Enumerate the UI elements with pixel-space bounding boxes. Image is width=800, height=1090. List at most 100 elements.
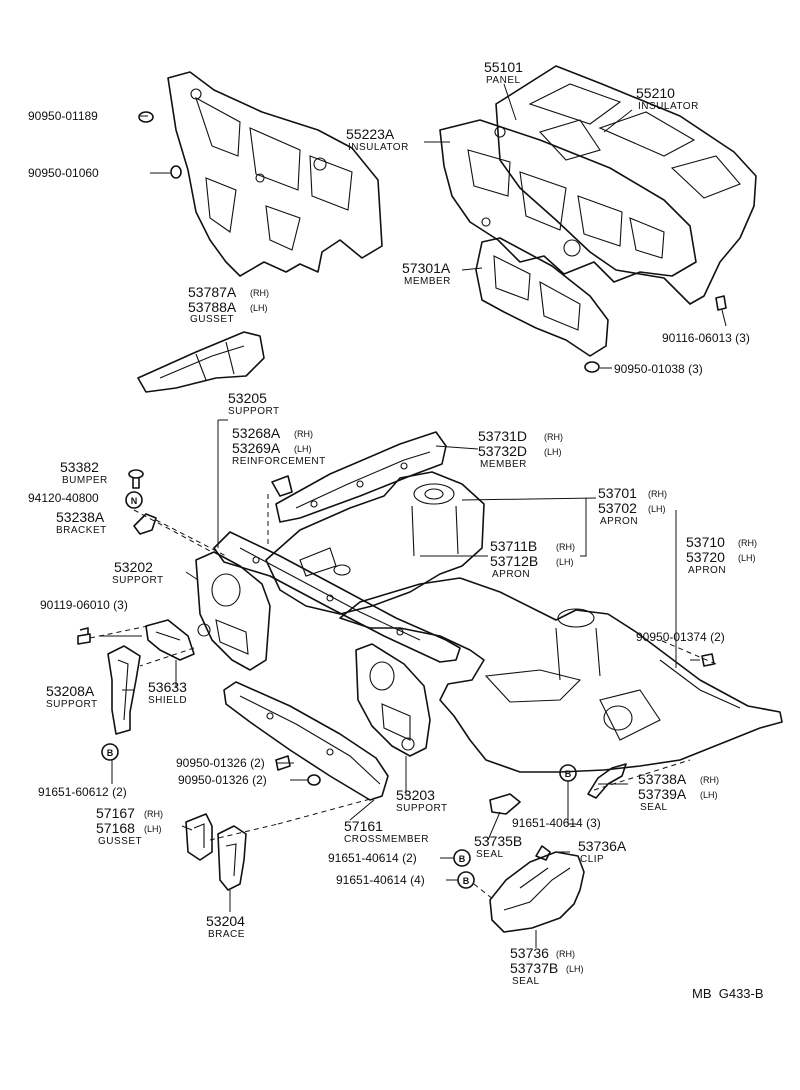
callout-53382-name: BUMPER [62, 475, 108, 486]
bolt-letter-b-4: B [463, 876, 470, 886]
callout-53633-name: SHIELD [148, 695, 187, 706]
callout-90116-06013: 90116-06013 (3) [662, 331, 750, 345]
callout-57168-part-no: 57168 [96, 820, 135, 836]
support-53205-drawing [213, 531, 461, 663]
apron-53710-drawing [339, 577, 783, 773]
bolt-91651-40614-b-drawing: B [457, 871, 475, 889]
callout-53238a-part-no: 53238A [56, 509, 105, 525]
clip-53736a-drawing [535, 845, 551, 861]
grommet-90950-01374-drawing [701, 653, 715, 667]
callout-53739a-side: (LH) [700, 790, 718, 800]
callout-53710-part-no: 53710 [686, 534, 725, 550]
callout-53202-name: SUPPORT [112, 575, 164, 586]
callout-57301a-part-no: 57301A [402, 260, 451, 276]
callout-90950-01060: 90950-01060 [28, 166, 99, 180]
callout-90950-01374: 90950-01374 (2) [636, 630, 725, 644]
gusset-57167-drawing [185, 813, 213, 861]
seal-53735b-drawing [489, 793, 521, 815]
callout-90119-06010: 90119-06010 (3) [40, 598, 128, 612]
shield-53633-drawing [145, 619, 195, 661]
callout-90950-01189: 90950-01189 [28, 109, 98, 123]
callout-53205-name: SUPPORT [228, 406, 280, 417]
callout-53268a-side: (RH) [294, 429, 313, 439]
insulator-55210-drawing [495, 65, 757, 305]
callout-53737b-side: (LH) [566, 964, 584, 974]
grommet-90950-01189-drawing [138, 111, 154, 123]
callout-53732d-part-no: 53732D [478, 443, 527, 459]
callout-55210-name: INSULATOR [638, 101, 699, 112]
brace-53204-drawing [217, 825, 247, 891]
support-53202-drawing [195, 551, 271, 671]
callout-53736-name: SEAL [512, 976, 540, 987]
callout-91651-40614-a: 91651-40614 (2) [328, 851, 417, 865]
callout-53738a-side: (RH) [700, 775, 719, 785]
support-53208a-drawing [107, 645, 141, 735]
seal-53736-drawing [489, 851, 585, 933]
grommet-90950-01038-drawing [584, 361, 600, 373]
member-53731d-drawing [275, 431, 447, 523]
callout-53720-part-no: 53720 [686, 549, 725, 565]
leader-lines [100, 83, 727, 948]
callout-53736a-name: CLIP [580, 854, 604, 865]
dash-panel-left-drawing [167, 71, 383, 277]
callout-53701-part-no: 53701 [598, 485, 637, 501]
callout-53787a-side: (RH) [250, 288, 269, 298]
bolt-letter-b-2: B [565, 769, 572, 779]
callout-57301a-name: MEMBER [404, 276, 451, 287]
callout-55223a-name: INSULATOR [348, 142, 409, 153]
callout-53739a-part-no: 53739A [638, 786, 687, 802]
callout-53731d-name: MEMBER [480, 459, 527, 470]
callout-53787a-part-no: 53787A [188, 284, 237, 300]
callout-57161-part-no: 57161 [344, 818, 383, 834]
nut-letter-n: N [131, 496, 138, 506]
seal-53738a-drawing [587, 763, 627, 799]
callout-53701-side: (RH) [648, 489, 667, 499]
callout-53208a-part-no: 53208A [46, 683, 95, 699]
gusset-53787a-drawing [137, 331, 265, 393]
bumper-53382-drawing [128, 469, 144, 489]
member-57301a-drawing [475, 237, 609, 357]
callout-55101-name: PANEL [486, 75, 521, 86]
bolt-91651-60612-drawing: B [101, 743, 119, 761]
callout-53382-part-no: 53382 [60, 459, 99, 475]
callout-53269a-part-no: 53269A [232, 440, 281, 456]
callout-53711b-name: APRON [492, 569, 530, 580]
callout-55223a-part-no: 55223A [346, 126, 395, 142]
callout-90950-01038: 90950-01038 (3) [614, 362, 703, 376]
callout-53732d-side: (LH) [544, 447, 562, 457]
bolt-letter-b-1: B [107, 748, 114, 758]
callout-53736-side: (RH) [556, 949, 575, 959]
callout-53738a-part-no: 53738A [638, 771, 687, 787]
callout-57168-side: (LH) [144, 824, 162, 834]
callout-53711b-side: (RH) [556, 542, 575, 552]
insulator-55223a-drawing [439, 119, 697, 283]
callout-91651-60612: 91651-60612 (2) [38, 785, 127, 799]
callout-53204-part-no: 53204 [206, 913, 245, 929]
callout-53205-part-no: 53205 [228, 390, 267, 406]
callout-53268a-name: REINFORCEMENT [232, 456, 326, 467]
callout-53731d-part-no: 53731D [478, 428, 527, 444]
callout-53711b-part-no: 53711B [490, 538, 537, 554]
callout-57167-part-no: 57167 [96, 805, 135, 821]
support-53203-drawing [355, 643, 431, 757]
callout-53710-name: APRON [688, 565, 726, 576]
callout-53702-side: (LH) [648, 504, 666, 514]
callout-91651-40614-b: 91651-40614 (4) [336, 873, 425, 887]
callout-53788a-side: (LH) [250, 303, 268, 313]
grommet-90950-01326-drawing [275, 755, 321, 786]
callout-53710-side: (RH) [738, 538, 757, 548]
nut-94120-40800-drawing: N [125, 491, 143, 509]
clip-90116-06013-drawing [715, 295, 727, 311]
callout-53738a-name: SEAL [640, 802, 668, 813]
reinforcement-53268a-drawing [271, 475, 293, 497]
callout-53712b-part-no: 53712B [490, 553, 538, 569]
callout-55101-part-no: 55101 [484, 59, 523, 75]
callout-53736a-part-no: 53736A [578, 838, 627, 854]
bolt-90119-06010-drawing [77, 627, 91, 645]
callout-53702-part-no: 53702 [598, 500, 637, 516]
callout-57167-name: GUSSET [98, 836, 142, 847]
callout-53735b-name: SEAL [476, 849, 504, 860]
callout-57167-side: (RH) [144, 809, 163, 819]
bolt-letter-b-3: B [459, 854, 466, 864]
